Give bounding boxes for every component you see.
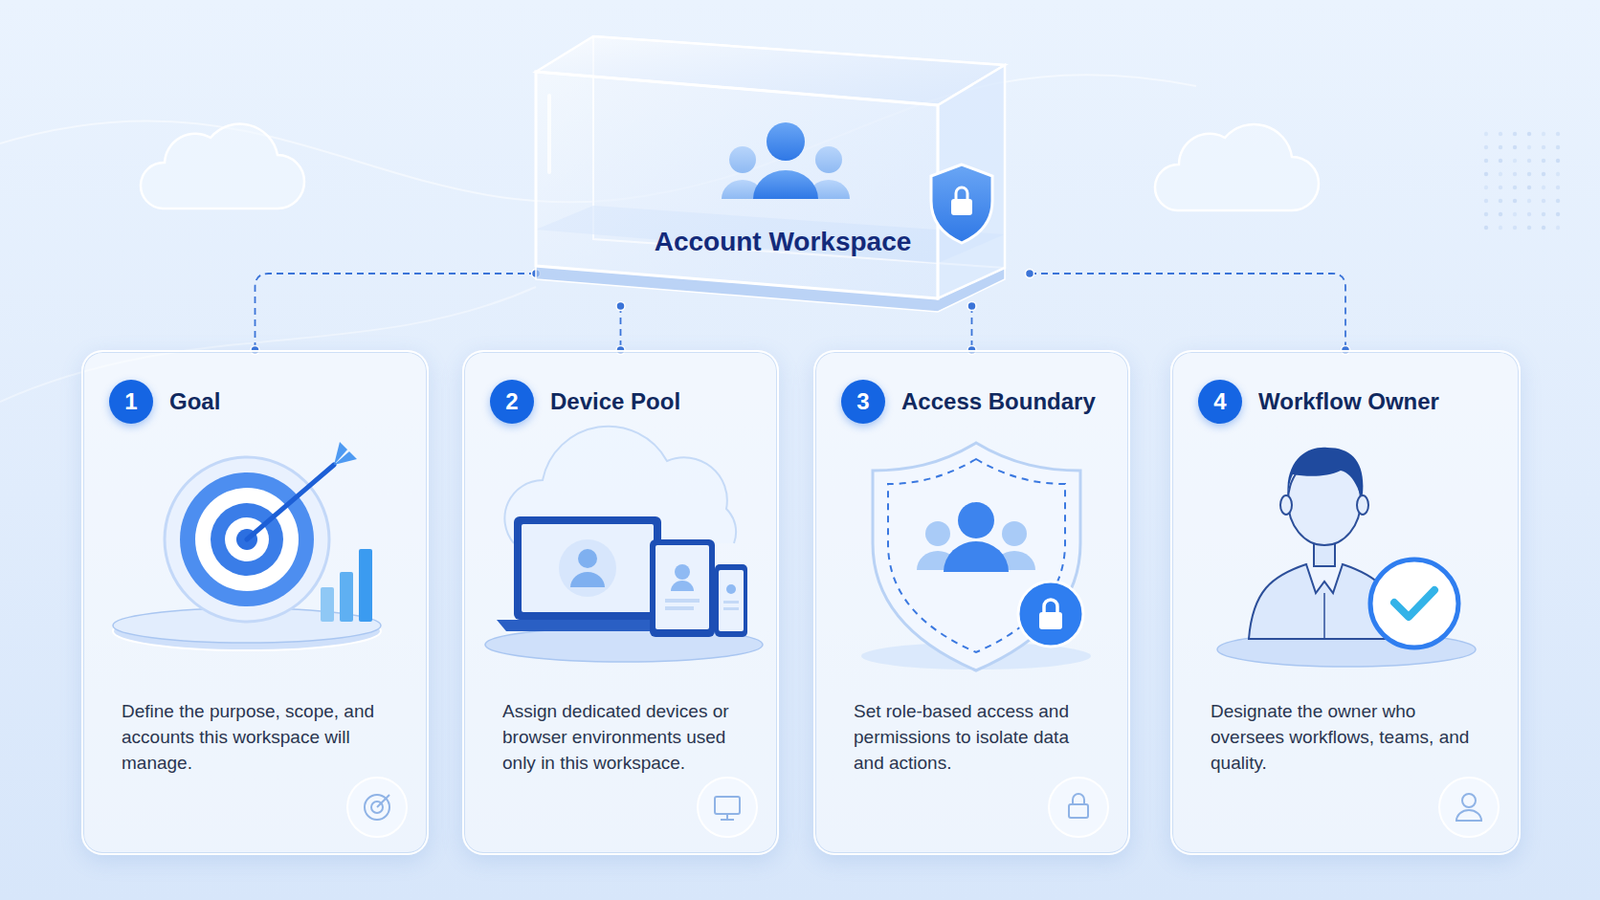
connector-dot: [1025, 269, 1035, 279]
owner-illustration: [1172, 352, 1519, 854]
card-body: Define the purpose, scope, and accounts …: [121, 698, 395, 777]
card-title: Access Boundary: [901, 387, 1096, 417]
dashed-connector: [255, 273, 537, 351]
target-illustration: [83, 352, 427, 854]
card-title: Workflow Owner: [1258, 387, 1440, 417]
step-card: 2 Device PoolAssign dedicated devices or …: [462, 350, 779, 856]
connector-group: [1025, 269, 1351, 356]
step-card: 1 GoalDefine the purpose, scope, and acco…: [81, 350, 429, 856]
card-body: Set role-based access and permissions to…: [853, 698, 1096, 777]
glass-box-illustration: [535, 28, 1030, 316]
connector-dot: [616, 302, 625, 312]
dashed-connector: [971, 306, 974, 351]
connector-group: [967, 302, 977, 356]
connector-dot: [967, 302, 977, 312]
workspace-title: Account Workspace: [535, 225, 1030, 259]
step-number: 3: [841, 379, 886, 424]
card-body: Designate the owner who oversees workflo…: [1210, 698, 1487, 777]
dashed-connector: [1029, 273, 1346, 351]
shield-illustration: [815, 352, 1129, 854]
card-title: Goal: [169, 387, 221, 417]
step-card: 4 Workflow OwnerDesignate the owner who o…: [1170, 350, 1521, 856]
connector-group: [616, 302, 625, 356]
step-number: 2: [489, 379, 534, 424]
step-number: 1: [109, 379, 154, 424]
dashed-connector: [620, 306, 623, 351]
step-number: 4: [1198, 379, 1243, 424]
connector-group: [250, 269, 541, 356]
step-card: 3 Access BoundarySet role-based access an…: [813, 350, 1131, 856]
devices-illustration: [464, 352, 778, 854]
card-title: Device Pool: [550, 387, 681, 417]
workspace-box: Account Workspace: [535, 28, 1030, 316]
card-body: Assign dedicated devices or browser envi…: [502, 698, 745, 777]
